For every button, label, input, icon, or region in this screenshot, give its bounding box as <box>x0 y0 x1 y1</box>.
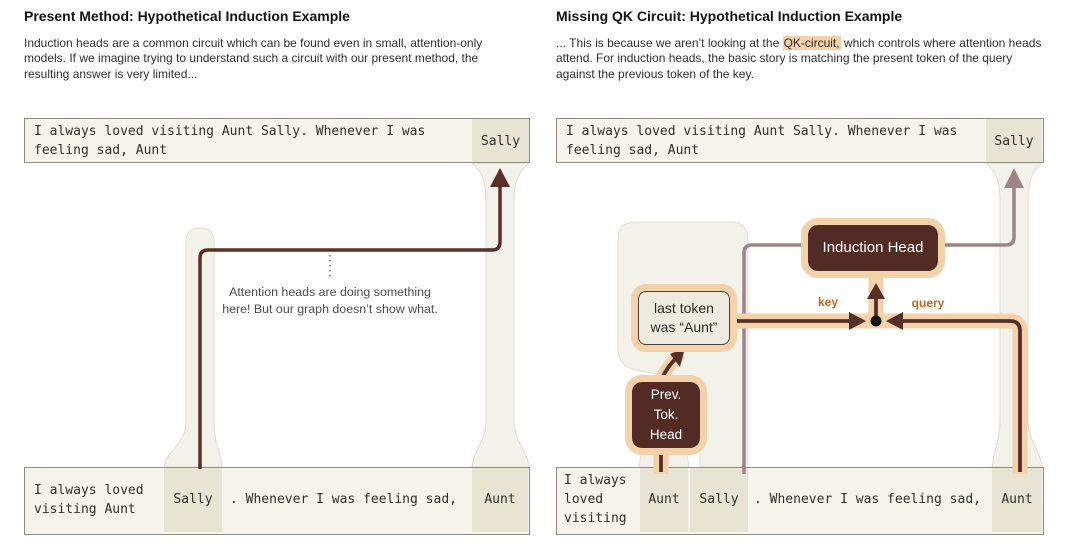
query-edge <box>902 319 1022 472</box>
key-edge-label: key <box>817 295 839 309</box>
ih-output-arrowhead <box>1004 168 1024 188</box>
prev-tok-line3: Head <box>649 427 683 442</box>
left-annotation: Attention heads are doing something here… <box>210 284 450 317</box>
left-bottom-middle-text: . Whenever I was feeling sad, <box>230 492 457 507</box>
query-arrowhead <box>886 312 903 330</box>
last-token-line2: was “Aunt” <box>650 319 718 335</box>
left-top-box <box>24 118 530 163</box>
ih-output-edge <box>936 186 1016 247</box>
induction-head-node: Induction Head <box>808 225 938 271</box>
right-top-text-line1: I always loved visiting Aunt Sally. When… <box>566 124 958 139</box>
left-bottom-sally-cell <box>164 468 222 532</box>
right-top-text-line2: feeling sad, Aunt <box>566 143 700 158</box>
left-top-text-line2: feeling sad, Aunt <box>34 143 168 158</box>
key-arrowhead <box>849 312 866 330</box>
right-description-post: which controls where attention heads att… <box>556 36 1042 81</box>
left-top-sally-cell <box>472 119 529 162</box>
left-top-text-line1: I always loved visiting Aunt Sally. When… <box>34 124 426 139</box>
left-bottom-aunt-cell <box>472 468 528 532</box>
left-attention-edge <box>198 185 502 469</box>
right-bottom-token-aunt2: Aunt <box>1001 492 1033 507</box>
left-bottom-token-sally: Sally <box>173 492 213 507</box>
right-bottom-token-sally: Sally <box>699 492 739 507</box>
prev-tok-line1: Prev. <box>650 387 682 402</box>
right-bottom-prefix-line3: visiting <box>564 511 627 526</box>
qk-circuit-highlight: QK-circuit, <box>782 36 841 50</box>
left-panel-description: Induction heads are a common circuit whi… <box>24 36 483 81</box>
left-bottom-token-aunt: Aunt <box>484 492 516 507</box>
right-panel-title: Missing QK Circuit: Hypothetical Inducti… <box>556 8 903 24</box>
right-panel-description: ... This is because we aren’t looking at… <box>556 36 1044 82</box>
left-bottom-prefix-line2: visiting Aunt <box>34 502 136 517</box>
left-annotation-line1: Attention heads are doing something <box>229 285 431 299</box>
query-edge-casing <box>880 313 1028 474</box>
right-bottom-prefix-line2: loved <box>564 492 604 507</box>
right-top-box <box>556 118 1044 163</box>
prevtok-arrowhead <box>670 348 685 367</box>
right-bottom-box <box>556 467 1044 535</box>
left-sally-tube <box>163 227 223 468</box>
ih-read-edge <box>742 243 812 474</box>
right-top-sally-cell <box>986 119 1042 162</box>
right-bottom-prefix-line1: I always <box>564 473 627 488</box>
prev-tok-line2: Tok. <box>653 407 679 422</box>
left-bottom-prefix-line1: I always loved <box>34 483 144 498</box>
right-bottom-middle-text: . Whenever I was feeling sad, <box>754 492 981 507</box>
right-top-token-sally: Sally <box>994 134 1034 149</box>
left-bottom-box <box>24 467 530 535</box>
query-edge-label: query <box>911 296 945 310</box>
dot-up-arrowhead <box>867 283 885 299</box>
last-token-node: last token was “Aunt” <box>638 291 730 345</box>
prev-tok-head-node: Prev. Tok. Head <box>632 382 700 448</box>
left-panel-title: Present Method: Hypothetical Induction E… <box>24 8 350 24</box>
right-bottom-token-aunt1: Aunt <box>648 492 680 507</box>
right-bottom-aunt2-cell <box>992 468 1042 532</box>
left-annotation-line2: here! But our graph doesn’t show what. <box>222 301 438 316</box>
right-bottom-aunt1-cell <box>640 468 688 532</box>
qk-match-dot <box>870 315 882 327</box>
right-bottom-sally-cell <box>690 468 748 532</box>
left-output-arrowhead <box>490 168 510 187</box>
left-top-token-sally: Sally <box>480 134 521 149</box>
right-description-pre: ... This is because we aren’t looking at… <box>556 36 783 50</box>
last-token-line1: last token <box>654 300 714 316</box>
